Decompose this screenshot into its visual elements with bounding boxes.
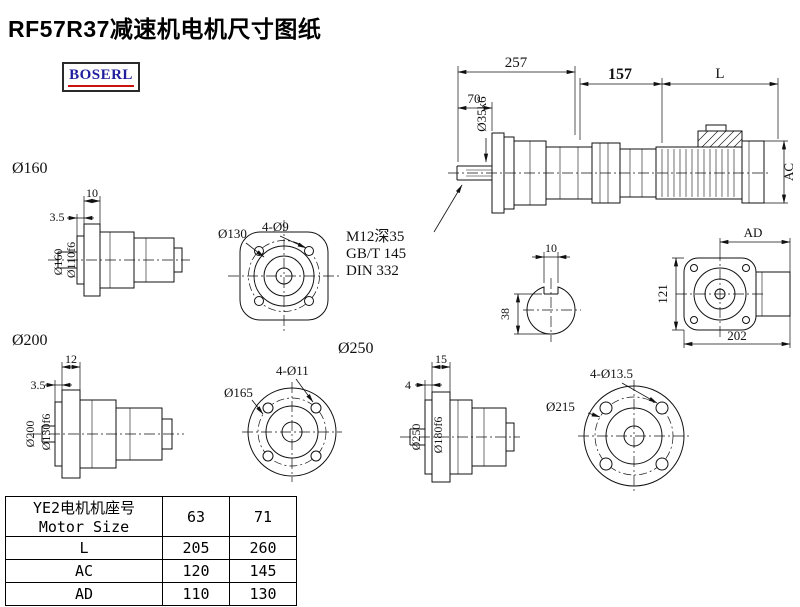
dim-od160-label: Ø160 xyxy=(51,249,65,276)
table-row: AC 120 145 xyxy=(5,559,297,583)
bolt-hole xyxy=(655,457,669,471)
dim-holes9-label: 4-Ø9 xyxy=(262,219,289,234)
dim-202-label: 202 xyxy=(727,328,747,343)
dim-L-label: L xyxy=(715,66,724,82)
dim-spigot130-label: Ø130f6 xyxy=(39,414,53,451)
table-cell: 130 xyxy=(229,582,297,606)
table-cell: 110 xyxy=(162,582,230,606)
brand-logo: BOSERL xyxy=(62,62,140,92)
view-label-160: Ø160 xyxy=(12,160,48,177)
dim-257-label: 257 xyxy=(505,55,528,71)
dim-od250-label: Ø250 xyxy=(409,424,423,451)
dim-AC-label: AC xyxy=(781,163,796,181)
bolt-hole xyxy=(262,450,274,462)
bolt-hole xyxy=(599,457,613,471)
table-cell: L xyxy=(5,536,163,560)
dim-pcd215-label: Ø215 xyxy=(546,399,575,414)
dim-holes13-label: 4-Ø13.5 xyxy=(590,366,633,381)
table-cell: 145 xyxy=(229,559,297,583)
dim-AD-label: AD xyxy=(744,225,763,240)
bolt-hole xyxy=(310,402,322,414)
dim-shaft-label: Ø35k6 xyxy=(474,96,489,132)
motor-size-table: YE2电机机座号 Motor Size 63 71 L 205 260 AC 1… xyxy=(5,496,297,606)
table-header-en: Motor Size xyxy=(38,518,130,536)
dim-od200-label: Ø200 xyxy=(23,421,37,448)
main-side-view: 257 157 L 70 Ø35k6 AC M12深35 GB/T 145 DI… xyxy=(346,55,796,279)
table-header-cell: 63 xyxy=(162,496,230,537)
flange-165-face-view: Ø165 4-Ø11 xyxy=(224,363,342,482)
dim-70-label: 70 xyxy=(468,91,481,106)
note-din: DIN 332 xyxy=(346,263,399,279)
bolt-hole xyxy=(599,401,613,415)
shaft-key-section-view: 10 38 xyxy=(498,241,581,342)
note-m12: M12深35 xyxy=(346,228,404,245)
rear-view: AD 121 202 xyxy=(655,225,791,348)
page-title: RF57R37减速机电机尺寸图纸 xyxy=(8,16,322,42)
dim-spigot110-label: Ø110f6 xyxy=(64,242,78,278)
bolt-hole xyxy=(310,450,322,462)
dim-spigot180-label: Ø180f6 xyxy=(431,417,445,454)
table-cell: 260 xyxy=(229,536,297,560)
dim-15-label: 15 xyxy=(435,352,447,366)
bolt-hole xyxy=(254,296,264,306)
view-label-200: Ø200 xyxy=(12,332,48,349)
table-cell: AD xyxy=(5,582,163,606)
table-cell: 205 xyxy=(162,536,230,560)
dim-10-label: 10 xyxy=(86,186,98,200)
table-cell: AC xyxy=(5,559,163,583)
dim-12-label: 12 xyxy=(65,352,77,366)
shaft-stub xyxy=(41,425,55,443)
dim-121-label: 121 xyxy=(655,284,670,304)
note-gbt: GB/T 145 xyxy=(346,246,406,262)
table-row: AD 110 130 xyxy=(5,582,297,606)
dim-38-label: 38 xyxy=(498,308,512,320)
dim-pcd165-label: Ø165 xyxy=(224,385,253,400)
flange-160-view: 10 3.5 Ø160 Ø160 Ø110f6 xyxy=(12,160,190,297)
flange-130-face-view: Ø130 4-Ø9 xyxy=(218,219,340,332)
dim-holes11-label: 4-Ø11 xyxy=(276,363,309,378)
dim-157-label: 157 xyxy=(608,66,632,83)
table-row: L 205 260 xyxy=(5,536,297,560)
bolt-hole xyxy=(304,246,314,256)
table-header-cell: YE2电机机座号 Motor Size xyxy=(5,496,163,537)
flange-200-view: 12 3.5 Ø200 Ø200 Ø130f6 xyxy=(12,332,184,479)
table-header-cell: 71 xyxy=(229,496,297,537)
flange-250-view: 15 4 Ø250 Ø250 Ø180f6 xyxy=(338,340,520,483)
dim-3-5b-label: 3.5 xyxy=(31,378,46,392)
dim-3-5-label: 3.5 xyxy=(50,210,65,224)
bolt-hole xyxy=(304,296,314,306)
fan-cowl xyxy=(741,140,765,204)
brand-logo-text: BOSERL xyxy=(68,67,134,87)
view-label-250: Ø250 xyxy=(338,340,374,357)
bolt-hole xyxy=(655,401,669,415)
flange-215-face-view: 4-Ø13.5 Ø215 xyxy=(546,366,690,492)
table-cell: 120 xyxy=(162,559,230,583)
dim-keyw-label: 10 xyxy=(545,241,557,255)
bolt-hole xyxy=(262,402,274,414)
dim-4-label: 4 xyxy=(405,378,411,392)
table-header-cn: YE2电机机座号 xyxy=(32,499,136,517)
dim-pcd130-label: Ø130 xyxy=(218,226,247,241)
motor-body xyxy=(591,124,765,204)
main-view-dimensions: 257 157 L 70 Ø35k6 AC M12深35 GB/T 145 DI… xyxy=(346,55,796,279)
